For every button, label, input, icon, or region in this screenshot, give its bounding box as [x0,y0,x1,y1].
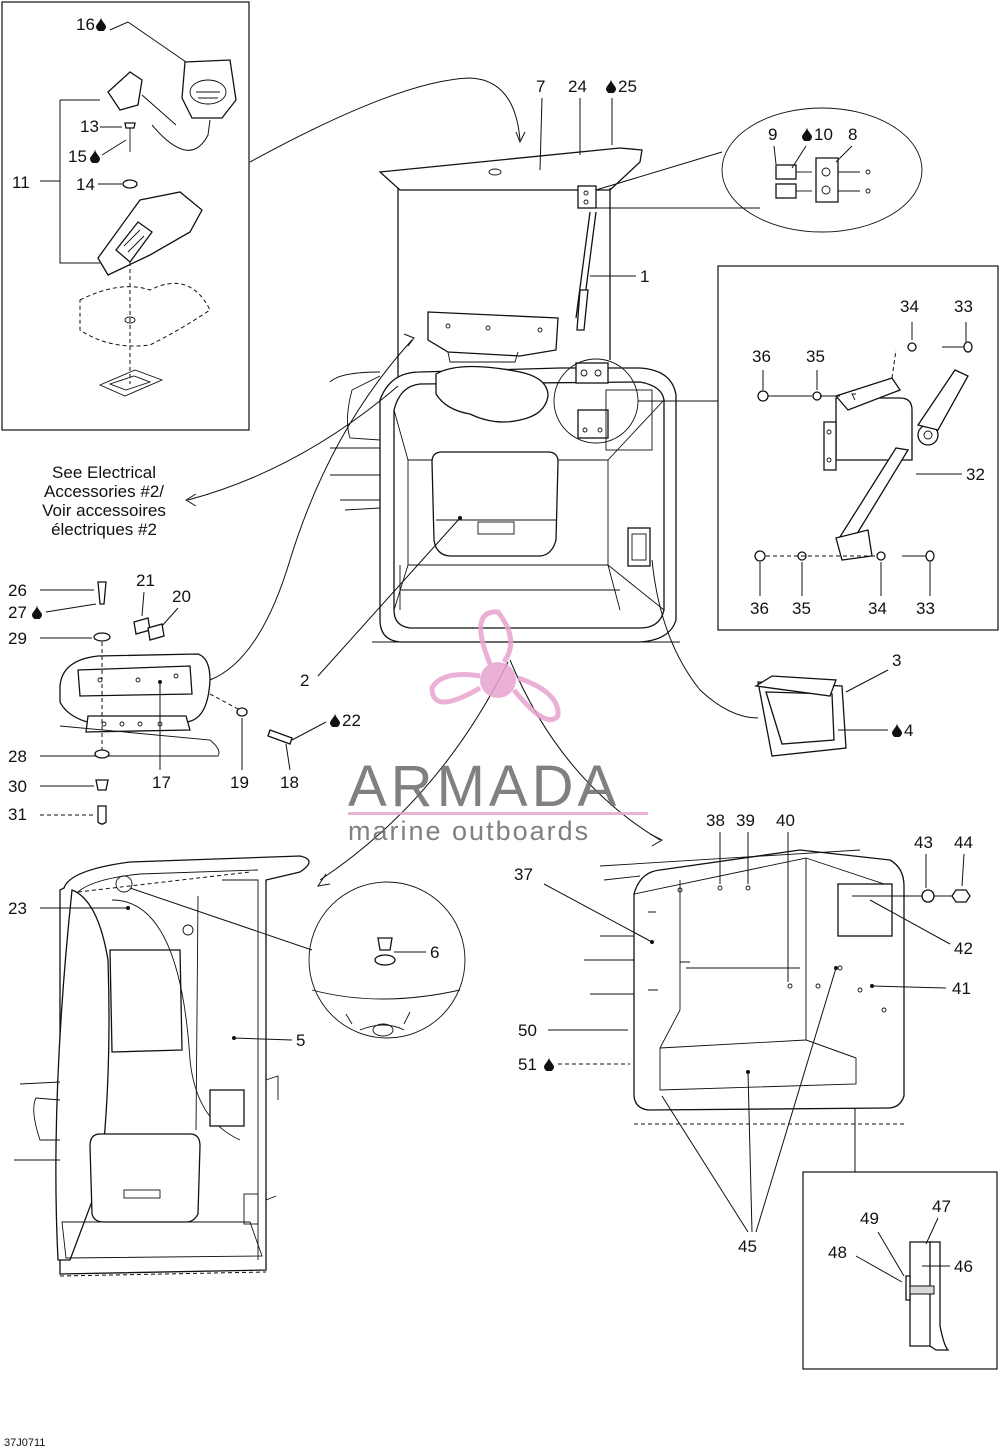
detail-box-seal [802,1171,998,1370]
callout-6: 6 [430,943,439,962]
callout-35-top: 35 [806,347,825,366]
callout-50: 50 [518,1021,537,1040]
grab-handle [651,559,889,757]
callout-33-top: 33 [954,297,973,316]
callout-2: 2 [300,671,309,690]
note-line-4: électriques #2 [51,520,157,539]
storage-bin-view [509,659,971,1172]
callout-36-top: 36 [752,347,771,366]
callout-7: 7 [536,77,545,96]
drawing-code: 37J0711 [4,1437,45,1449]
detail-box-door-lock [1,1,250,431]
propeller-icon [429,609,561,723]
callout-38: 38 [706,811,725,830]
liquid-drop-icon [544,1057,554,1071]
callout-31: 31 [8,805,27,824]
note-line-3: Voir accessoires [42,501,166,520]
cabin-front-view [14,661,509,1277]
callout-33-bottom: 33 [916,599,935,618]
callout-16: 16 [76,15,95,34]
callout-42: 42 [954,939,973,958]
screw-detail-circle [308,881,466,1039]
callout-13: 13 [80,117,99,136]
watermark-tagline: marine outboards [348,816,590,846]
callout-41: 41 [952,979,971,998]
callout-45: 45 [738,1237,757,1256]
callout-24: 24 [568,77,587,96]
watermark-brand: ARMADA [348,754,620,819]
liquid-drop-icon [96,17,106,31]
callout-34-top: 34 [900,297,919,316]
liquid-drop-icon [606,79,616,93]
detail-box-latch [638,265,999,631]
watermark-logo: ARMADA marine outboards [348,609,648,846]
callout-30: 30 [8,777,27,796]
callout-20: 20 [172,587,191,606]
callout-25: 25 [618,77,637,96]
callout-47: 47 [932,1197,951,1216]
liquid-drop-icon [90,149,100,163]
callout-1: 1 [640,267,649,286]
callout-10: 10 [814,125,833,144]
note-electrical-accessories: See Electrical Accessories #2/ Voir acce… [42,463,166,539]
note-line-1: See Electrical [52,463,156,482]
note-line-2: Accessories #2/ [44,482,164,501]
detail-hinge-ellipse [721,107,923,233]
callout-39: 39 [736,811,755,830]
liquid-drop-icon [32,605,42,619]
callout-34-bottom: 34 [868,599,887,618]
callout-9: 9 [768,125,777,144]
hinge-detail-parts [775,157,871,203]
callout-51: 51 [518,1055,537,1074]
callout-14: 14 [76,175,95,194]
callout-17: 17 [152,773,171,792]
cabinet-main-view [329,147,680,643]
callout-48: 48 [828,1243,847,1262]
callout-32: 32 [966,465,985,484]
leader-7-detail [249,77,521,163]
callout-3: 3 [892,651,901,670]
callout-28: 28 [8,747,27,766]
callout-49: 49 [860,1209,879,1228]
callout-8: 8 [848,125,857,144]
callout-43: 43 [914,833,933,852]
liquid-drop-icon [802,127,812,141]
callout-23: 23 [8,899,27,918]
callout-36-bottom: 36 [750,599,769,618]
callout-labels: 16 13 15 11 14 7 24 25 9 10 8 1 2 3 4 34 [8,15,985,1283]
liquid-drop-icon [892,723,902,737]
callout-40: 40 [776,811,795,830]
callout-15: 15 [68,147,87,166]
callout-18: 18 [280,773,299,792]
callout-22: 22 [342,711,361,730]
callout-27: 27 [8,603,27,622]
callout-35-bottom: 35 [792,599,811,618]
callout-37: 37 [514,865,533,884]
callout-21: 21 [136,571,155,590]
callout-46: 46 [954,1257,973,1276]
callout-11: 11 [12,173,30,192]
hinge-plate-assembly [59,333,415,825]
liquid-drop-icon [330,713,340,727]
callout-29: 29 [8,629,27,648]
callout-4: 4 [904,721,913,740]
callout-19: 19 [230,773,249,792]
callout-5: 5 [296,1031,305,1050]
callout-44: 44 [954,833,973,852]
callout-26: 26 [8,581,27,600]
